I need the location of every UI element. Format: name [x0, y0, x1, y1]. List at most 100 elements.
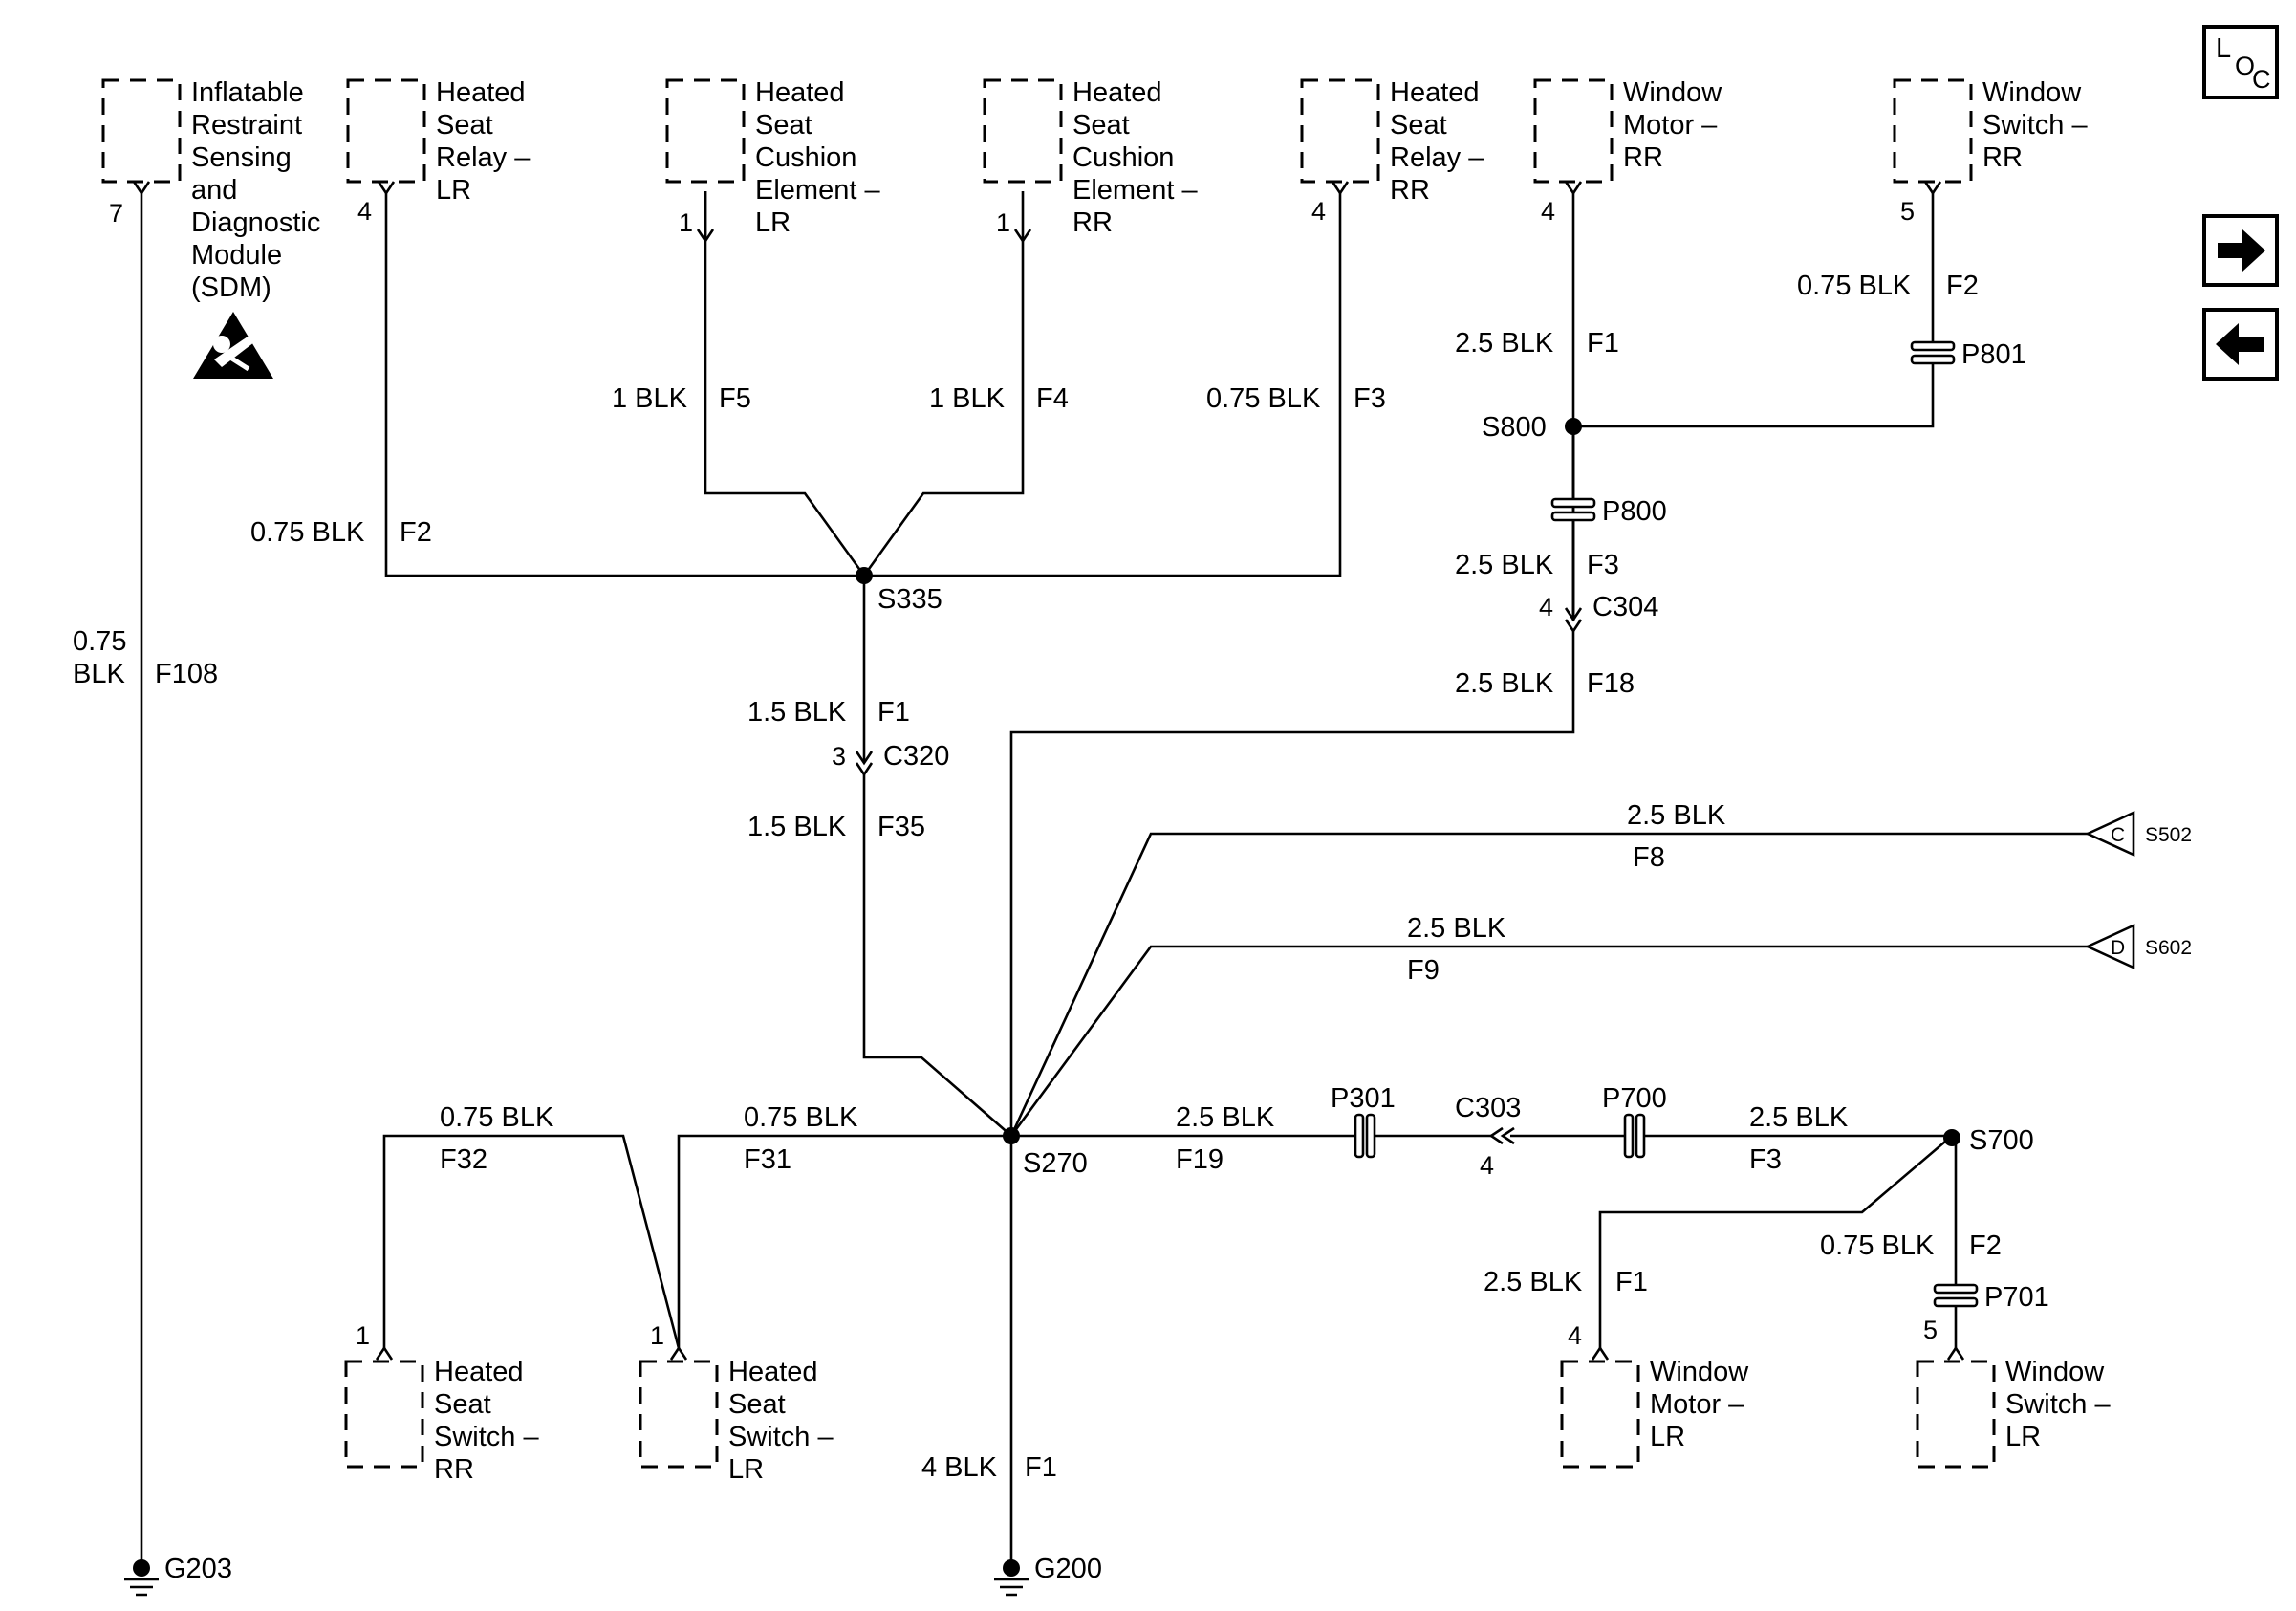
wire-network — [140, 191, 2088, 1562]
wire-circuit: F1 — [877, 697, 910, 728]
connector-label: P801 — [1961, 339, 2026, 370]
switch-rr-label-line: Switch – — [1982, 110, 2088, 141]
svg-text:Element –: Element – — [755, 175, 880, 206]
pin-label: 4 — [1480, 1151, 1494, 1180]
wire-circuit: F19 — [1176, 1144, 1224, 1175]
pin-label: 5 — [1900, 197, 1915, 226]
wire-size: 2.5 BLK — [1627, 800, 1726, 831]
wire-size: 0.75 BLK — [250, 517, 365, 548]
svg-text:Switch –: Switch – — [434, 1422, 539, 1452]
svg-text:0.75: 0.75 — [73, 626, 126, 657]
wire-size: 2.5 BLK — [1455, 328, 1554, 359]
component-seat-relay-lr: Heated Seat Relay – LR 4 — [346, 77, 531, 226]
svg-text:LR: LR — [1650, 1422, 1685, 1452]
airbag-warning-icon — [193, 312, 273, 379]
pin-label: 7 — [109, 199, 123, 228]
switch-rr-label-line: RR — [1982, 142, 2023, 173]
cushion-rr-label-line: Element – — [1072, 175, 1198, 206]
svg-text:Diagnostic: Diagnostic — [191, 207, 320, 238]
svg-text:Restraint: Restraint — [191, 110, 302, 141]
component-cushion-lr: Heated Seat Cushion Element – LR 1 — [665, 77, 880, 244]
wire-size: 0.75 BLK — [440, 1102, 554, 1133]
component-window-motor-lr: Window Motor – LR 4 — [1560, 1321, 1749, 1469]
wire-circuit: F35 — [877, 812, 925, 842]
wire-circuit: F3 — [1354, 383, 1386, 414]
splice-label: S270 — [1023, 1148, 1088, 1179]
pin-label: 1 — [679, 208, 693, 237]
loc-button[interactable]: L O C — [2202, 25, 2279, 99]
wire-circuit: F5 — [719, 383, 751, 414]
wire-size: 2.5 BLK — [1455, 668, 1554, 699]
wire-size: 1 BLK — [612, 383, 688, 414]
svg-text:Heated: Heated — [755, 77, 845, 108]
svg-text:Seat: Seat — [434, 1389, 491, 1420]
connector-p700: P700 — [1602, 1083, 1667, 1159]
svg-text:Cushion: Cushion — [755, 142, 856, 173]
wire-size: 0.75 — [73, 626, 126, 657]
loc-letter: O — [2235, 52, 2255, 80]
back-button[interactable] — [2202, 308, 2279, 381]
svg-text:RR: RR — [1623, 142, 1663, 173]
splice-label: S700 — [1969, 1125, 2034, 1156]
pin-label: 1 — [356, 1321, 370, 1350]
connector-p301: P301 — [1331, 1083, 1396, 1159]
offpage-letter: D — [2111, 937, 2125, 959]
sdm-label-line: Inflatable — [191, 77, 304, 108]
loc-letter: C — [2252, 65, 2271, 94]
component-seat-switch-rr: Heated Seat Switch – RR 1 — [344, 1321, 539, 1485]
svg-text:Heated: Heated — [1072, 77, 1162, 108]
connector-label: C303 — [1455, 1093, 1521, 1123]
sdm-label-line: Restraint — [191, 110, 302, 141]
offpage-connector-s502[interactable]: C S502 — [2084, 810, 2192, 858]
seat-switch-rr-label-line: RR — [434, 1454, 474, 1485]
component-seat-switch-lr: Heated Seat Switch – LR 1 — [639, 1321, 834, 1485]
relay-rr-label-line: Relay – — [1390, 142, 1484, 173]
component-window-switch-rr: Window Switch – RR 5 — [1893, 77, 2088, 226]
pin-label: 4 — [1541, 197, 1555, 226]
wire-circuit: F8 — [1633, 842, 1665, 873]
wire-circuit: F1 — [1587, 328, 1619, 359]
offpage-label: S502 — [2145, 824, 2192, 846]
svg-text:(SDM): (SDM) — [191, 272, 271, 303]
svg-text:Window: Window — [1650, 1357, 1749, 1387]
wire-circuit: F108 — [155, 659, 218, 689]
wire-circuit: F2 — [1969, 1230, 2002, 1261]
ground-g203: G203 — [124, 1554, 232, 1597]
svg-text:RR: RR — [1072, 207, 1113, 238]
wire-size: 1.5 BLK — [747, 697, 847, 728]
cushion-rr-label-line: Cushion — [1072, 142, 1174, 173]
motor-rr-label-line: Motor – — [1623, 110, 1718, 141]
wire-circuit: F1 — [1615, 1267, 1648, 1297]
sdm-label-line: Module — [191, 240, 282, 271]
cushion-rr-label-line: Seat — [1072, 110, 1130, 141]
splice-s270: S270 — [1003, 1127, 1088, 1179]
svg-text:Seat: Seat — [728, 1389, 786, 1420]
svg-text:Heated: Heated — [728, 1357, 818, 1387]
cushion-rr-label-line: Heated — [1072, 77, 1162, 108]
wire-size: 2.5 BLK — [1176, 1102, 1275, 1133]
wire-circuit: F18 — [1587, 668, 1635, 699]
wire-size: 0.75 BLK — [1820, 1230, 1935, 1261]
relay-lr-label-line: Relay – — [436, 142, 531, 173]
splice-label: S800 — [1482, 412, 1547, 443]
splice-label: S335 — [877, 584, 942, 615]
forward-button[interactable] — [2202, 214, 2279, 287]
seat-switch-lr-label-line: Heated — [728, 1357, 818, 1387]
svg-text:Heated: Heated — [1390, 77, 1480, 108]
pin-label: 1 — [996, 208, 1010, 237]
wire-size: BLK — [73, 659, 125, 689]
cushion-lr-label-line: LR — [755, 207, 791, 238]
left-arrow-icon — [2216, 323, 2264, 365]
ground-g200: G200 — [994, 1554, 1102, 1597]
svg-text:LR: LR — [2005, 1422, 2041, 1452]
sdm-label-line: Diagnostic — [191, 207, 320, 238]
svg-text:Seat: Seat — [755, 110, 812, 141]
relay-lr-label-line: LR — [436, 175, 471, 206]
cushion-lr-label-line: Seat — [755, 110, 812, 141]
sdm-label-line: and — [191, 175, 237, 206]
offpage-connector-s602[interactable]: D S602 — [2084, 923, 2192, 970]
motor-lr-label-line: Motor – — [1650, 1389, 1744, 1420]
component-seat-relay-rr: Heated Seat Relay – RR 4 — [1300, 77, 1484, 226]
svg-text:Seat: Seat — [1390, 110, 1447, 141]
pin-label: 4 — [1311, 197, 1326, 226]
